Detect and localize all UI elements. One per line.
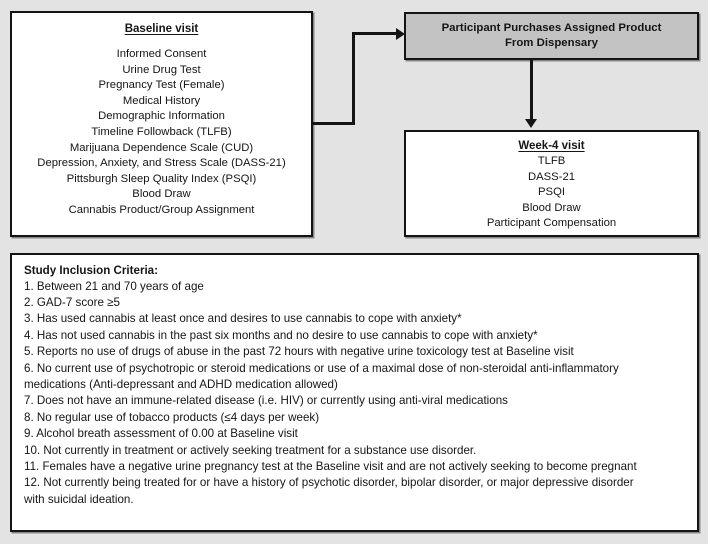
list-item: Medical History [122, 94, 201, 107]
list-item: PSQI [538, 186, 565, 199]
list-item: DASS-21 [527, 170, 576, 183]
list-item: Participant Compensation [486, 217, 617, 230]
dispensary-line-2: From Dispensary [504, 37, 599, 49]
criteria-list: 1. Between 21 and 70 years of age 2. GAD… [24, 279, 687, 509]
week4-visit-title: Week-4 visit [518, 140, 585, 152]
list-item: 4. Has not used cannabis in the past six… [24, 328, 538, 342]
list-item: 1. Between 21 and 70 years of age [24, 279, 204, 293]
list-item: TLFB [537, 155, 566, 167]
dispensary-line-1: Participant Purchases Assigned Product [441, 22, 662, 34]
list-item: Blood Draw [522, 201, 581, 214]
list-item: 12. Not currently being treated for or h… [24, 476, 634, 506]
connector-baseline-horizontal-segment [313, 122, 355, 125]
criteria-heading: Study Inclusion Criteria: [24, 264, 158, 277]
week4-visit-list: TLFB DASS-21 PSQI Blood Draw Participant… [406, 154, 697, 232]
list-item: Timeline Followback (TLFB) [91, 125, 232, 138]
list-item: Demographic Information [98, 110, 225, 123]
list-item: 11. Females have a negative urine pregna… [24, 460, 637, 474]
baseline-visit-box: Baseline visit Informed Consent Urine Dr… [10, 11, 313, 237]
list-item: 8. No regular use of tobacco products (≤… [24, 410, 320, 424]
arrowhead-down-icon [525, 119, 537, 128]
list-item: Marijuana Dependence Scale (CUD) [69, 141, 254, 154]
list-item: 2. GAD-7 score ≥5 [24, 296, 120, 309]
list-item: Cannabis Product/Group Assignment [68, 203, 255, 216]
list-item: Urine Drug Test [122, 63, 201, 76]
connector-baseline-vertical-segment [352, 32, 355, 124]
list-item: Informed Consent [116, 48, 207, 60]
list-item: Pittsburgh Sleep Quality Index (PSQI) [66, 172, 257, 185]
list-item: Depression, Anxiety, and Stress Scale (D… [37, 157, 286, 170]
list-item: Pregnancy Test (Female) [98, 79, 225, 92]
baseline-visit-list: Informed Consent Urine Drug Test Pregnan… [12, 47, 311, 219]
connector-dispensary-horizontal-segment [352, 32, 398, 35]
list-item: 7. Does not have an immune-related disea… [24, 394, 508, 408]
list-item: 9. Alcohol breath assessment of 0.00 at … [24, 427, 298, 441]
study-inclusion-criteria-box: Study Inclusion Criteria: 1. Between 21 … [10, 253, 699, 532]
list-item: Blood Draw [132, 188, 191, 201]
connector-dispensary-to-week4 [530, 60, 533, 122]
list-item: 3. Has used cannabis at least once and d… [24, 312, 462, 326]
list-item: 6. No current use of psychotropic or ste… [24, 361, 619, 392]
arrowhead-right-icon [396, 27, 405, 40]
list-item: 10. Not currently in treatment or active… [24, 443, 477, 457]
week4-visit-box: Week-4 visit TLFB DASS-21 PSQI Blood Dra… [404, 130, 699, 237]
list-item: 5. Reports no use of drugs of abuse in t… [24, 345, 574, 359]
baseline-visit-title: Baseline visit [124, 23, 199, 35]
